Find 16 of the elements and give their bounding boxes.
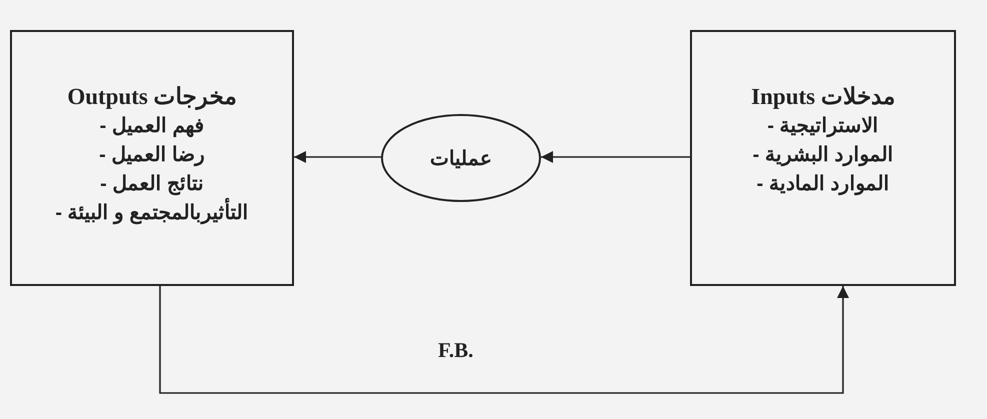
list-item: - نتائج العمل [100, 172, 204, 198]
arrow [159, 286, 849, 394]
list-item: - الموارد البشرية [752, 143, 894, 168]
process-label: عمليات [430, 146, 492, 170]
box-heading: مخرجات Outputs [67, 83, 237, 112]
list-item: - الاستراتيجية [767, 114, 879, 140]
list-item: - رضا العميل [99, 143, 205, 168]
list-item: - التأثيربالمجتمع و البيئة [55, 199, 249, 228]
box [690, 30, 956, 286]
list-item: - الموارد المادية [756, 172, 890, 198]
box-heading: مدخلات Inputs [751, 83, 895, 111]
edge-label: F.B. [438, 338, 474, 363]
box [10, 30, 294, 286]
arrow [541, 151, 690, 163]
list-item: - فهم العميل [100, 114, 204, 140]
arrow [294, 151, 381, 163]
